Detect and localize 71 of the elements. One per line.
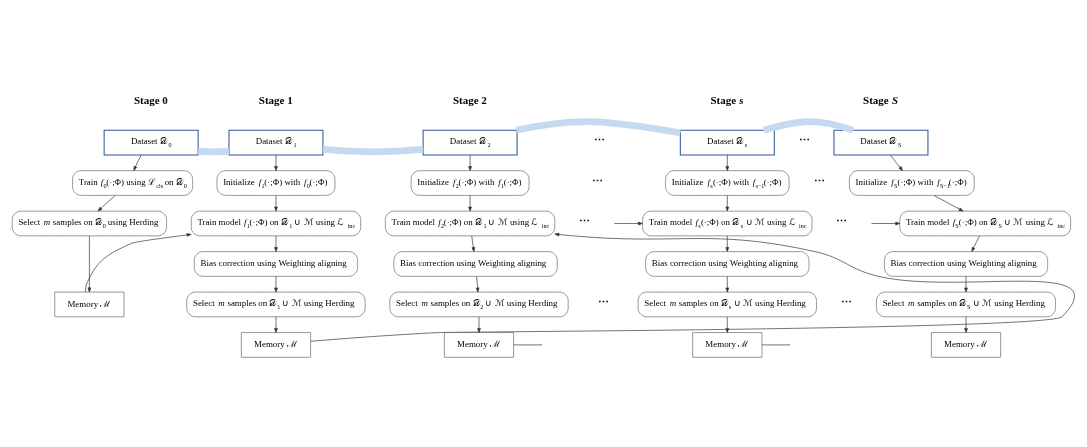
arrow (725, 235, 730, 252)
arrow (85, 233, 192, 293)
node-box: Train model f$_{s}$(·;Φ) on 𝒟$_{s}$ ∪ ℳ using ℒ$_{inc}$ (642, 210, 813, 237)
arrow (725, 276, 730, 293)
arrow (725, 195, 730, 212)
arrow (725, 316, 730, 333)
label: ⋯ (841, 296, 853, 309)
arrow (477, 316, 481, 333)
node-box: Dataset 𝒟$_{1}$ (228, 129, 324, 156)
arrow (274, 276, 278, 293)
node-box: Memory ℳ (241, 332, 311, 358)
arrow (468, 195, 472, 212)
label: ⋯ (592, 174, 604, 187)
node-box: Memory ℳ (692, 332, 763, 358)
arrow (133, 154, 142, 171)
node-box: Memory ℳ (54, 291, 125, 318)
node-box: Select m samples on 𝒟$_{0}$ using Herding (11, 210, 167, 237)
label: Stage 0 (133, 94, 168, 107)
connector (515, 118, 681, 137)
node-box: Select m samples on 𝒟$_{s}$ ∪ ℳ using Herding (637, 291, 817, 318)
node-box: Train f$_{0}$(·;Φ) using ℒ$_{cls}$ on 𝒟$_{0}$ (72, 170, 193, 196)
node-box: Train model f$_{2}$(·;Φ) on 𝒟$_{1}$ ∪ ℳ using ℒ$_{inc}$ (385, 210, 556, 237)
arrow (725, 154, 730, 171)
node-box: Select m samples on 𝒟$_{S}$ ∪ ℳ using Herding (876, 291, 1056, 318)
arrow (468, 154, 472, 171)
arrow (471, 235, 476, 252)
node-box: Bias correction using Weighting aligning (645, 251, 810, 277)
node-box: Initialize f$_{s}$(·;Φ) with f$_{s−1}$(·;Φ) (665, 170, 790, 196)
arrow (475, 276, 480, 293)
node-box: Initialize f$_{S}$(·;Φ) with f$_{S−1}$(·;Φ) (849, 170, 975, 196)
arrow (889, 154, 903, 171)
label: ⋯ (597, 296, 609, 309)
node-box: Bias correction using Weighting aligning (194, 251, 358, 277)
node-box: Memory ℳ (444, 332, 514, 358)
node-box: Memory ℳ (931, 332, 1001, 358)
node-box: Bias correction using Weighting aligning (884, 251, 1048, 277)
arrow (274, 195, 278, 212)
label: ⋯ (593, 134, 605, 147)
arrow (933, 195, 964, 212)
label: ⋯ (579, 215, 591, 228)
node-box: Dataset 𝒟$_{2}$ (422, 129, 518, 156)
arrow (274, 316, 278, 333)
arrow (274, 154, 278, 171)
node-box: Train model f$_{S}$(·;Φ) on 𝒟$_{S}$ ∪ ℳ using ℒ$_{inc}$ (899, 210, 1071, 237)
arrow (87, 235, 92, 293)
node-box: Select m samples on 𝒟$_{1}$ ∪ ℳ using Herding (186, 291, 366, 318)
label: ⋯ (798, 134, 810, 147)
arrow (310, 232, 1075, 342)
node-box: Select m samples on 𝒟$_{2}$ ∪ ℳ using Herding (389, 291, 569, 318)
arrow (97, 195, 116, 212)
label: Stage 2 (452, 94, 487, 107)
node-box: Initialize f$_{1}$(·;Φ) with f$_{0}$(·;Φ) (216, 170, 336, 196)
node-box: Dataset 𝒟$_{s}$ (679, 129, 775, 156)
node-box: Bias correction using Weighting aligning (393, 251, 558, 277)
arrow (872, 221, 901, 226)
connector (762, 118, 854, 134)
arrow (971, 235, 980, 252)
connector (322, 145, 424, 156)
arrow (274, 235, 278, 252)
node-box: Train model f$_{1}$(·;Φ) on 𝒟$_{1}$ ∪ ℳ using ℒ$_{inc}$ (190, 210, 362, 237)
node-box: Dataset 𝒟$_{0}$ (103, 129, 199, 156)
node-box: Initialize f$_{2}$(·;Φ) with f$_{1}$(·;Φ) (410, 170, 530, 196)
label: ⋯ (813, 174, 825, 187)
label: Stage S (863, 94, 899, 107)
connector (197, 147, 230, 156)
node-box: Dataset 𝒟$_{S}$ (833, 129, 929, 156)
arrow (964, 316, 968, 333)
arrow (964, 276, 968, 293)
label: ⋯ (836, 215, 848, 228)
label: Stage s (710, 94, 744, 107)
label: Stage 1 (258, 94, 293, 107)
